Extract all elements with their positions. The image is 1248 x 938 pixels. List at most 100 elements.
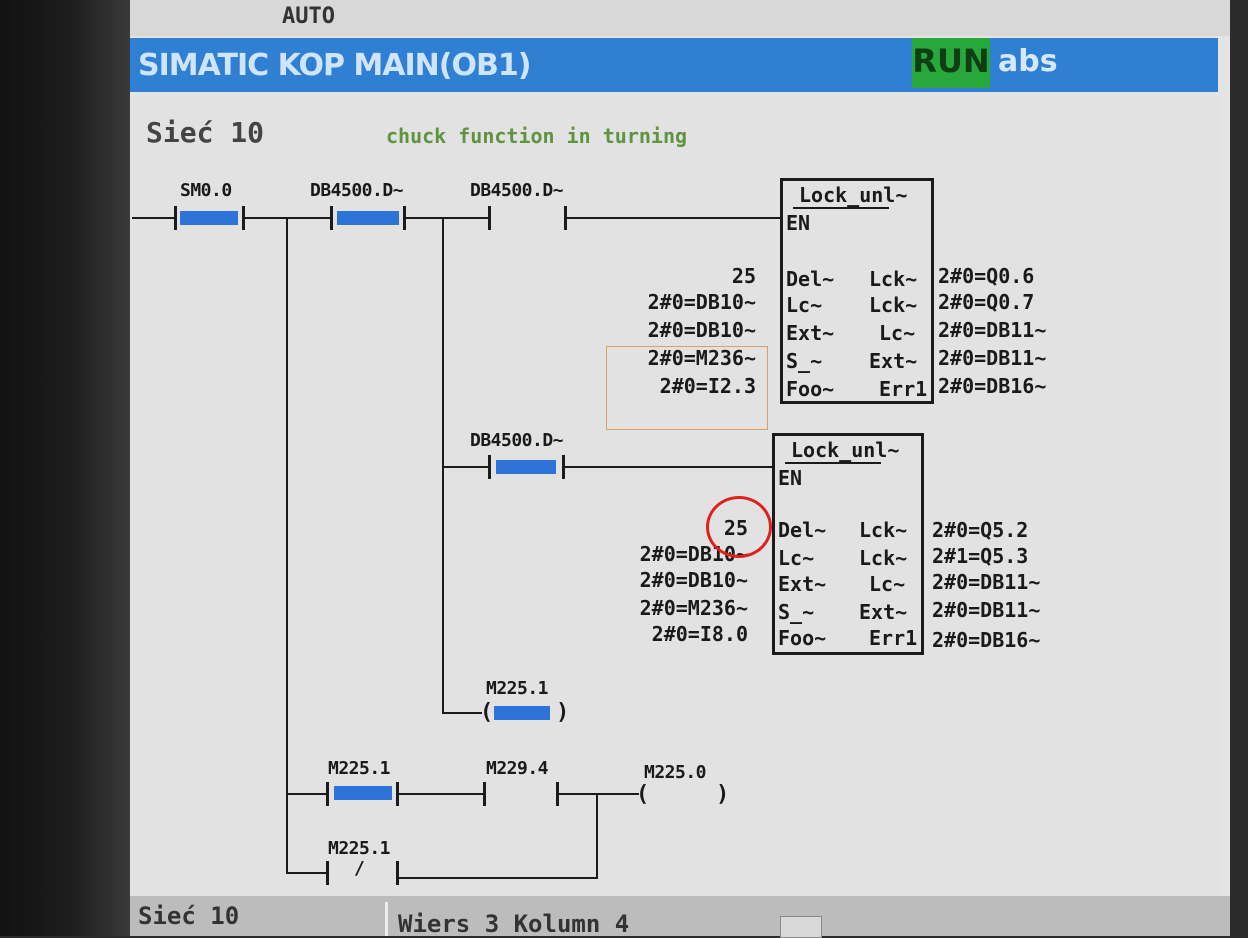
input-pin: Lc~ [778,546,815,570]
window-title: SIMATIC KOP MAIN(OB1) [138,48,531,83]
input-pin: Ext~ [786,321,835,345]
wire-to-en [565,466,775,468]
contact-bar [174,206,177,230]
network-title: Sieć 10 [146,116,265,149]
output-pin: Lc~ [879,321,916,345]
input-value[interactable]: 2#0=I2.3 [659,374,756,398]
branch-rail-middle [442,217,444,713]
contact-bar [403,206,406,230]
coil-label[interactable]: M225.0 [644,762,707,783]
input-pin: Foo~ [778,626,827,650]
abs-label: abs [998,44,1058,79]
coil-left-paren: ( [636,782,649,807]
output-value[interactable]: 2#0=DB11~ [938,318,1047,342]
contact-label[interactable]: DB4500.D~ [310,180,404,201]
output-pin: Err1 [869,626,918,650]
input-pin: Lc~ [786,293,823,317]
title-bar: SIMATIC KOP MAIN(OB1) RUN abs [130,38,1218,92]
contact-bar [396,861,399,885]
input-value[interactable]: 2#0=DB10~ [647,318,756,342]
contact-label[interactable]: SM0.0 [180,180,232,201]
contact-bar [330,206,333,230]
input-value[interactable]: 2#0=M236~ [639,596,748,620]
contact-bar [488,455,491,479]
input-pin: Del~ [786,267,835,291]
input-value[interactable]: 2#0=DB10~ [639,568,748,592]
contact-label[interactable]: M225.1 [328,758,391,779]
input-pin: Del~ [778,518,827,542]
contact-highlight [180,211,238,225]
wire [244,217,332,219]
input-pin: Foo~ [786,377,835,401]
input-value[interactable]: 2#0=M236~ [647,346,756,370]
input-value[interactable]: 25 [731,264,756,288]
input-value[interactable]: 2#0=I8.0 [651,622,748,646]
contact-label[interactable]: M225.1 [328,838,391,859]
contact-label[interactable]: DB4500.D~ [470,430,564,451]
coil-highlight [494,706,550,720]
output-pin: Lc~ [869,572,906,596]
function-block-lock-unl[interactable]: Lock_unl~ EN Del~ Lc~ Ext~ S_~ Foo~ Lck~… [780,178,934,404]
output-value[interactable]: 2#0=DB16~ [932,628,1041,652]
contact-bar [242,206,245,230]
selection-box [606,346,768,430]
contact-highlight [334,786,392,800]
wire [286,793,328,795]
output-pin: Lck~ [859,546,908,570]
output-value[interactable]: 2#0=DB11~ [938,346,1047,370]
block-name-underline [785,462,881,464]
mode-label: AUTO [282,4,335,29]
wire [559,793,639,795]
contact-bar [488,206,491,230]
monitor-bezel-right [1230,0,1248,936]
contact-label[interactable]: M229.4 [486,758,549,779]
output-value[interactable]: 2#1=Q5.3 [932,544,1029,568]
wire [399,793,483,795]
output-pin: Lck~ [869,293,918,317]
parallel-branch-right [596,793,598,879]
en-pin: EN [778,466,803,490]
wire [442,712,482,714]
power-rail-stub [132,217,176,219]
contact-label[interactable]: DB4500.D~ [470,180,564,201]
wire [406,217,488,219]
contact-bar [562,455,565,479]
coil-label[interactable]: M225.1 [486,678,549,699]
contact-bar [396,782,399,806]
function-block-lock-unl[interactable]: Lock_unl~ EN Del~ Lc~ Ext~ S_~ Foo~ Lck~… [772,433,924,655]
run-status-badge: RUN [912,38,990,88]
monitor-bezel-left [0,0,130,936]
output-value[interactable]: 2#0=DB11~ [932,570,1041,594]
en-pin: EN [786,211,811,235]
coil-right-paren: ) [716,782,729,807]
output-value[interactable]: 2#0=Q0.7 [938,290,1035,314]
status-network: Sieć 10 [138,902,240,930]
ladder-editor-panel [132,96,1218,896]
coil-left-paren: ( [480,700,493,725]
status-cursor: Wiers 3 Kolumn 4 [398,910,630,938]
wire [442,466,490,468]
block-name-underline [793,207,889,209]
output-value[interactable]: 2#0=Q5.2 [932,518,1029,542]
input-pin: Ext~ [778,572,827,596]
keyboard-icon [780,916,822,938]
output-value[interactable]: 2#0=Q0.6 [938,264,1035,288]
output-value[interactable]: 2#0=DB11~ [932,598,1041,622]
contact-bar [326,782,329,806]
output-value[interactable]: 2#0=DB16~ [938,374,1047,398]
contact-bar [556,782,559,806]
output-pin: Ext~ [869,349,918,373]
wire [286,872,328,874]
monitor-bezel-top [130,0,1248,36]
nc-contact-symbol: / [354,858,365,879]
input-pin: S_~ [778,600,815,624]
block-name: Lock_unl~ [799,183,908,207]
block-name: Lock_unl~ [791,438,900,462]
status-bar: Sieć 10 Wiers 3 Kolumn 4 [130,896,1230,938]
contact-highlight [496,460,556,474]
output-pin: Lck~ [859,518,908,542]
output-pin: Lck~ [869,267,918,291]
branch-rail-left [286,217,288,873]
input-value[interactable]: 2#0=DB10~ [647,290,756,314]
wire [399,877,598,879]
